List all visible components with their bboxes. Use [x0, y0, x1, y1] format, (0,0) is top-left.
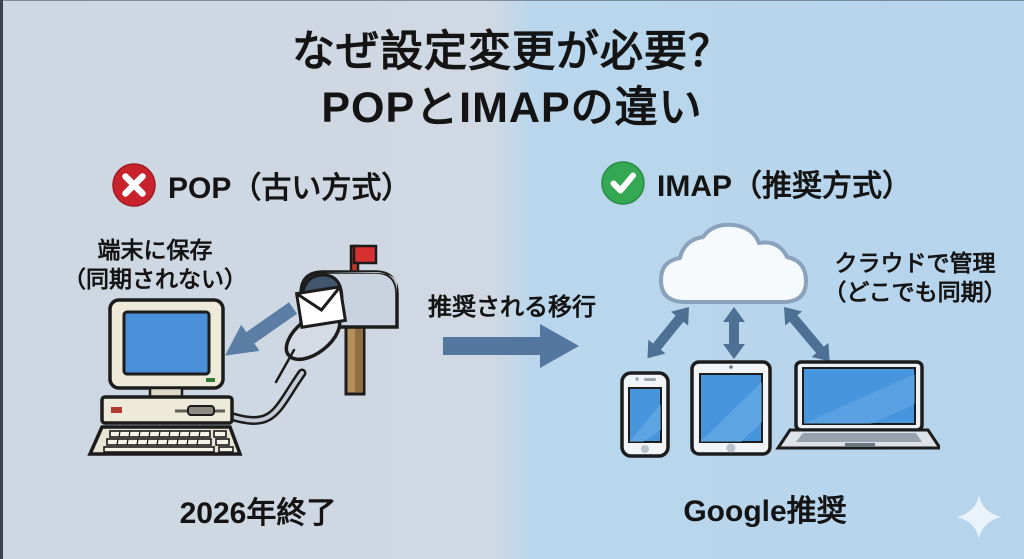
imap-note-line2: （どこでも同期） — [823, 279, 1007, 305]
imap-heading-label: IMAP（推奨方式） — [657, 170, 912, 203]
pop-footer-label: 2026年終了 — [179, 497, 337, 530]
pop-heading-label: POP（古い方式） — [168, 172, 412, 205]
smartphone-icon — [620, 371, 670, 458]
laptop-icon — [775, 360, 940, 450]
top-edge-shadow — [0, 0, 1024, 1]
x-circle-icon — [112, 163, 156, 207]
page-title-line1: なぜ設定変更が必要？ — [292, 28, 732, 76]
pop-note-line2: （同期されない） — [63, 266, 247, 292]
pop-note: 端末に保存 （同期されない） — [40, 236, 270, 294]
page-title: なぜ設定変更が必要？ POPとIMAPの違い — [0, 24, 1024, 136]
left-edge-shadow — [0, 0, 3, 559]
check-circle-icon — [601, 161, 645, 205]
migration-label: 推奨される移行 — [428, 294, 596, 321]
envelope-icon — [294, 285, 348, 329]
imap-note-line1: クラウドで管理 — [834, 250, 996, 276]
imap-illustration — [620, 222, 940, 458]
page-title-line2: POPとIMAPの違い — [321, 84, 703, 132]
download-arrow-icon — [225, 302, 298, 356]
mailbox-icon — [274, 244, 399, 396]
imap-section-heading: IMAP（推奨方式） — [601, 161, 912, 205]
cloud-icon — [659, 222, 808, 304]
desktop-computer-icon — [87, 298, 243, 456]
cable — [225, 368, 307, 425]
sync-arrows-icon — [647, 307, 830, 362]
imap-footer-label: Google推奨 — [683, 495, 847, 528]
pop-section-heading: POP（古い方式） — [112, 163, 411, 207]
pop-note-line1: 端末に保存 — [97, 237, 213, 263]
tablet-icon — [690, 360, 772, 456]
imap-note: クラウドで管理 （どこでも同期） — [812, 249, 1018, 307]
pop-illustration — [87, 244, 399, 456]
sparkle-icon — [957, 495, 1001, 539]
migration-arrow-icon — [443, 324, 579, 368]
